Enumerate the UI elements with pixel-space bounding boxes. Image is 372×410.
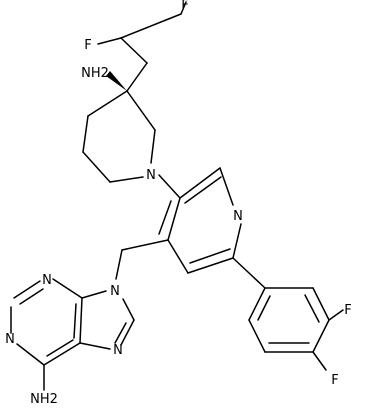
bond: [97, 37, 122, 45]
bond: [219, 167, 234, 206]
bond: [328, 309, 344, 321]
bond: [312, 351, 327, 371]
bond: [79, 297, 83, 344]
bond: [312, 319, 330, 353]
bond: [158, 200, 172, 235]
stereo-wedge-bond: [106, 71, 127, 91]
bond: [179, 167, 221, 199]
bond: [312, 287, 330, 321]
atom-label-n: N: [5, 332, 15, 347]
atom-label-f: F: [331, 373, 338, 388]
bond: [81, 290, 107, 299]
bond: [158, 174, 181, 199]
atom-label-f: F: [181, 0, 188, 13]
bond: [19, 288, 44, 305]
bond: [248, 287, 266, 321]
bond: [109, 176, 144, 183]
bond: [121, 239, 169, 251]
bond: [232, 257, 266, 289]
bond: [87, 90, 128, 117]
bond: [114, 322, 127, 344]
bond: [82, 151, 111, 183]
bond: [126, 62, 148, 92]
atom-labels: F F NH2 N N F F N N N N NH2: [5, 0, 352, 407]
bond: [52, 278, 83, 299]
atom-label-n: N: [113, 343, 123, 358]
bond: [304, 294, 320, 323]
atom-label-n: N: [233, 209, 243, 224]
atom-label-f: F: [84, 38, 91, 53]
bond: [16, 343, 45, 366]
bond: [73, 303, 77, 339]
bond: [120, 319, 135, 346]
bond: [122, 298, 135, 321]
bond: [120, 13, 182, 39]
bond: [167, 239, 189, 274]
bond: [180, 1, 187, 15]
bond: [79, 342, 111, 350]
atom-label-f: F: [344, 303, 351, 318]
atom-label-nh2: NH2: [30, 392, 58, 407]
bond: [184, 176, 222, 204]
atom-label-n: N: [42, 273, 52, 288]
bond: [13, 280, 41, 299]
atom-label-nh2: NH2: [81, 66, 109, 81]
bond: [232, 223, 242, 259]
bond: [126, 90, 156, 131]
atom-label-n: N: [146, 168, 156, 183]
bond: [43, 342, 81, 366]
bond: [187, 257, 234, 274]
bond: [257, 295, 271, 321]
bond: [189, 248, 231, 264]
bond: [150, 129, 156, 164]
bond: [248, 319, 266, 353]
bond: [82, 115, 89, 153]
bond-lines: [10, 1, 344, 391]
bond: [120, 37, 148, 64]
bond: [46, 339, 74, 357]
atom-label-n: N: [110, 284, 120, 299]
bond: [167, 197, 181, 241]
bond: [115, 249, 123, 280]
